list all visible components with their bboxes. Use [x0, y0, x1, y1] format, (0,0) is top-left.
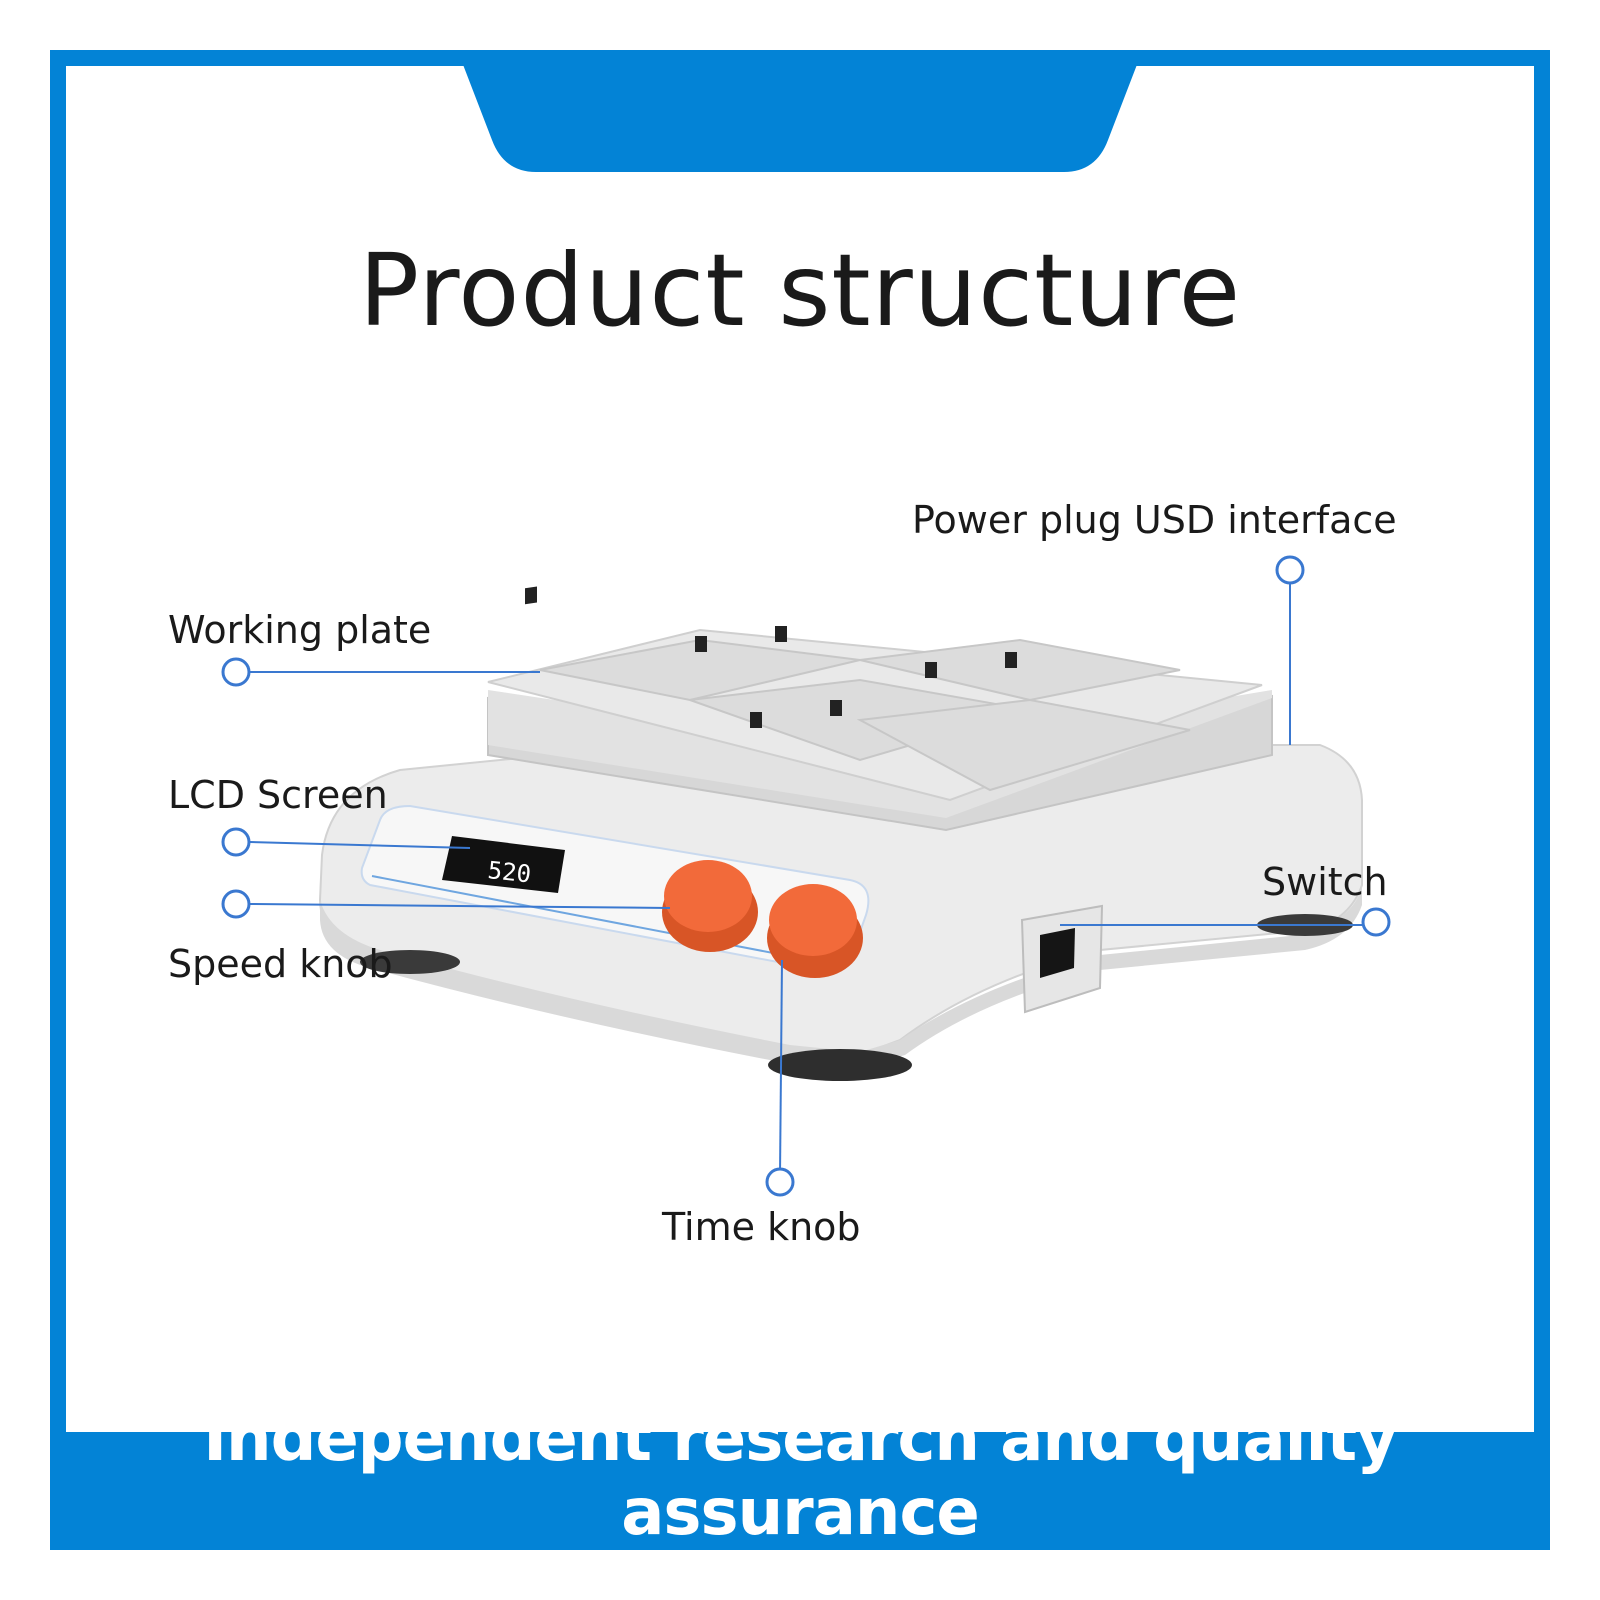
footer-banner-text: Independent research and quality assuran… — [203, 1402, 1398, 1550]
callout-time-knob: Time knob — [662, 1205, 861, 1249]
speed-knob-graphic — [662, 860, 758, 952]
callout-dots — [221, 555, 1391, 1197]
switch-dot — [1361, 907, 1391, 937]
leader-lines — [249, 572, 1362, 1176]
speed-knob-dot — [221, 889, 251, 919]
callout-power-plug: Power plug USD interface — [912, 498, 1397, 542]
callout-working-plate: Working plate — [168, 608, 432, 652]
page-title: Product structure — [358, 232, 1242, 349]
power-plug-dot — [1275, 555, 1305, 585]
top-tab — [462, 62, 1138, 172]
time-knob-graphic — [767, 884, 863, 978]
working-plate-dot — [221, 657, 251, 687]
foot — [360, 950, 460, 974]
working-plate-graphic — [487, 586, 1273, 832]
foot — [768, 1049, 912, 1081]
lcd-screen-dot — [221, 827, 251, 857]
callout-lcd-screen: LCD Screen — [168, 773, 388, 817]
svg-text:520: 520 — [486, 856, 532, 888]
switch-graphic — [1020, 904, 1104, 1014]
callout-speed-knob: Speed knob — [168, 942, 393, 986]
lcd-screen: 520 — [442, 836, 565, 893]
callout-switch: Switch — [1262, 860, 1388, 904]
time-knob-dot — [765, 1167, 795, 1197]
